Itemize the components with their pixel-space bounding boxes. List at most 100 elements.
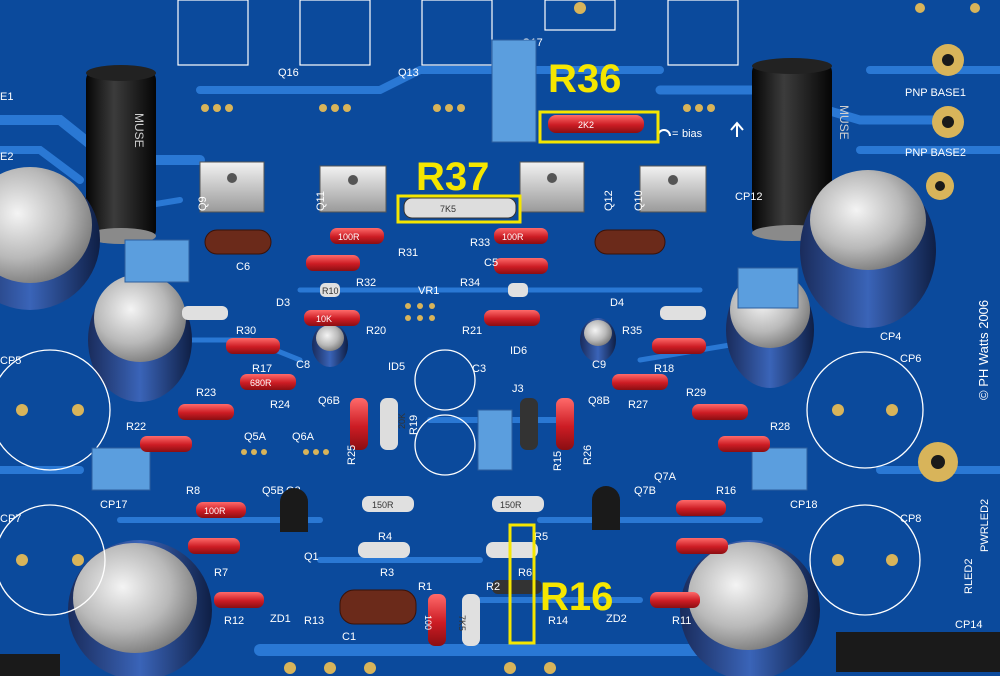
r19-value: 20K — [397, 413, 407, 429]
r2-value: 7K5 — [457, 615, 467, 631]
r32-value: R10 — [322, 286, 339, 296]
top-footprint-pads — [201, 2, 980, 112]
silk-cp5: CP5 — [0, 355, 21, 367]
silk-cp6: CP6 — [900, 353, 921, 365]
silk-c9: C9 — [592, 359, 606, 371]
silk-r22: R22 — [126, 421, 146, 433]
silk-r16-small: R16 — [716, 485, 736, 497]
cap-footprints — [0, 349, 924, 616]
silk-r5: R5 — [534, 531, 548, 543]
silk-cp8: CP8 — [900, 513, 921, 525]
silk-c1: C1 — [342, 631, 356, 643]
silk-r35: R35 — [622, 325, 642, 337]
silk-d3: D3 — [276, 297, 290, 309]
silk-r20: R20 — [366, 325, 386, 337]
silk-d4: D4 — [610, 297, 624, 309]
silk-r14: R14 — [548, 615, 568, 627]
blue-box-center — [477, 409, 513, 471]
black-cap-right: MUSE — [752, 58, 851, 241]
r37-highlight-box — [396, 194, 522, 224]
small-transistors — [280, 486, 620, 532]
blue-film-cap-top — [491, 39, 537, 143]
electrolytic-caps — [0, 167, 936, 676]
silk-r28: R28 — [770, 421, 790, 433]
blue-box-left-low — [91, 447, 151, 491]
r16-highlight-box — [508, 523, 536, 645]
silk-q10: Q10 — [633, 190, 645, 211]
driver-transistors — [199, 161, 707, 213]
r33-value: 100R — [502, 232, 524, 242]
black-cap-left-label: MUSE — [132, 113, 146, 148]
r5-value: 150R — [500, 500, 522, 510]
cap-footprint-pads — [16, 404, 898, 566]
silk-r18: R18 — [654, 363, 674, 375]
r36-value: 2K2 — [578, 120, 594, 130]
silk-cp14: CP14 — [955, 619, 983, 631]
silk-id5: ID5 — [388, 361, 405, 373]
silk-c6: C6 — [236, 261, 250, 273]
r36-annotation: R36 — [548, 57, 621, 101]
silk-vr1: VR1 — [418, 285, 439, 297]
silk-r33: R33 — [470, 237, 490, 249]
silk-r1: R1 — [418, 581, 432, 593]
r16-annotation: R16 — [540, 575, 613, 619]
brown-caps — [204, 229, 666, 625]
bottom-left-bar — [0, 654, 60, 676]
copyright-label: © PH Watts 2006 — [976, 300, 991, 400]
r37-value: 7K5 — [440, 204, 456, 214]
black-cap-left: MUSE — [86, 65, 156, 244]
bottom-right-bar — [836, 632, 1000, 672]
silk-r29: R29 — [686, 387, 706, 399]
pad-rows — [241, 303, 556, 674]
resistors — [140, 115, 770, 646]
blue-box-right-low — [751, 447, 808, 491]
black-cap-right-label: MUSE — [837, 105, 851, 140]
silk-r34: R34 — [460, 277, 480, 289]
silk-r27: R27 — [628, 399, 648, 411]
pnp-base2-label: PNP BASE2 — [905, 147, 966, 159]
silk-c3: C3 — [472, 363, 486, 375]
silk-zd2: ZD2 — [606, 613, 627, 625]
silk-r30: R30 — [236, 325, 256, 337]
silk-cp7: CP7 — [0, 513, 21, 525]
silk-q6b: Q6B — [318, 395, 340, 407]
silk-q1: Q1 — [304, 551, 319, 563]
silk-q9: Q9 — [197, 196, 209, 211]
silk-r26: R26 — [582, 445, 594, 465]
silk-q16: Q16 — [278, 67, 299, 79]
silk-q7b: Q7B — [634, 485, 656, 497]
blue-box-left — [124, 239, 190, 283]
bias-equals: = — [672, 128, 678, 140]
top-transistor-footprints — [177, 0, 739, 66]
silk-c5: C5 — [484, 257, 498, 269]
r4-value: 150R — [372, 500, 394, 510]
silk-pwrled2: PWRLED2 — [979, 499, 991, 552]
silk-q7a: Q7A — [654, 471, 677, 483]
silk-cp17: CP17 — [100, 499, 128, 511]
silk-id6: ID6 — [510, 345, 527, 357]
bias-label: bias — [682, 128, 703, 140]
silk-r23: R23 — [196, 387, 216, 399]
silk-r4: R4 — [378, 531, 392, 543]
silk-r24: R24 — [270, 399, 290, 411]
silk-q13: Q13 — [398, 67, 419, 79]
silk-r2: R2 — [486, 581, 500, 593]
silk-r31: R31 — [398, 247, 418, 259]
silk-cp12: CP12 — [735, 191, 763, 203]
silk-r6: R6 — [518, 567, 532, 579]
pnp-base1-label: PNP BASE1 — [905, 87, 966, 99]
silk-r7: R7 — [214, 567, 228, 579]
silk-r25: R25 — [346, 445, 358, 465]
silk-zd1: ZD1 — [270, 613, 291, 625]
silk-j3: J3 — [512, 383, 524, 395]
silk-r13: R13 — [304, 615, 324, 627]
pnp-base-pads — [918, 44, 964, 482]
silk-q12: Q12 — [603, 190, 615, 211]
silk-q5b: Q5B — [262, 485, 284, 497]
silk-q6a: Q6A — [292, 431, 315, 443]
silk-q11: Q11 — [315, 191, 327, 211]
silk-r19: R19 — [408, 415, 420, 435]
silk-q5a: Q5A — [244, 431, 267, 443]
silk-r17: R17 — [252, 363, 272, 375]
